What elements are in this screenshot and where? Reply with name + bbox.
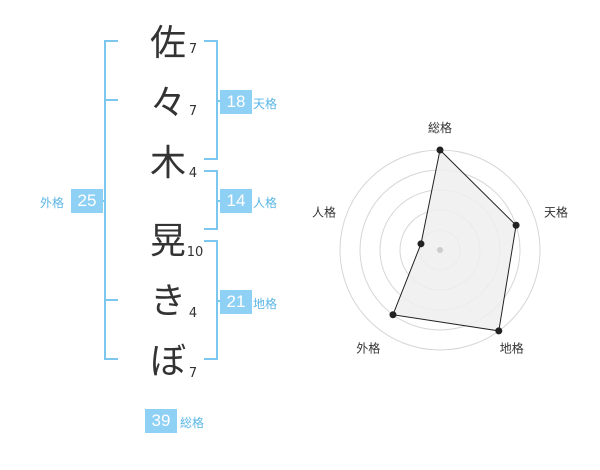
radar-point-地格 [495,327,503,335]
tenkaku-badge: 18 [220,90,252,114]
radar-point-外格 [389,311,397,319]
soukaku-label: 総格 [180,416,205,430]
radar-point-総格 [436,146,444,154]
name-char-6: ぼ [149,341,186,382]
radar-axis-label: 人格 [312,204,336,219]
jinkaku-badge: 14 [220,189,252,213]
name-char-4: 晃 [149,221,186,262]
radar-point-人格 [417,240,425,248]
gaikaku-label: 外格 [40,196,65,210]
chikaku-bracket [204,240,218,360]
jinkaku-label: 人格 [253,196,278,210]
name-char-1: 佐 [149,23,186,64]
gaikaku-bracket-tick [104,299,118,301]
radar-point-天格 [512,221,520,229]
tenkaku-bracket [204,40,218,160]
jinkaku-bracket [204,170,218,230]
stroke-count-2: 7 [188,104,198,119]
radar-axis-label: 外格 [356,341,380,356]
radar-axis-label: 地格 [500,341,524,356]
stroke-count-1: 7 [188,42,198,57]
stroke-count-5: 4 [188,306,198,321]
soukaku-badge: 39 [145,409,177,433]
chikaku-label: 地格 [253,297,278,311]
chikaku-badge: 21 [220,290,252,314]
gaikaku-bracket-tick [104,99,118,101]
radar-series-area [392,148,517,332]
name-char-3: 木 [149,143,186,184]
gaikaku-bracket [104,40,118,360]
name-char-5: き [149,281,186,322]
radar-axis-label: 天格 [544,204,568,219]
stroke-count-3: 4 [188,166,198,181]
stroke-count-6: 7 [188,366,198,381]
tenkaku-label: 天格 [253,97,278,111]
radar-center-dot [437,247,443,253]
stroke-count-4: 10 [186,245,204,260]
name-char-2: 々 [149,83,186,124]
gaikaku-badge: 25 [71,189,103,213]
radar-axis-label: 総格 [428,120,452,135]
